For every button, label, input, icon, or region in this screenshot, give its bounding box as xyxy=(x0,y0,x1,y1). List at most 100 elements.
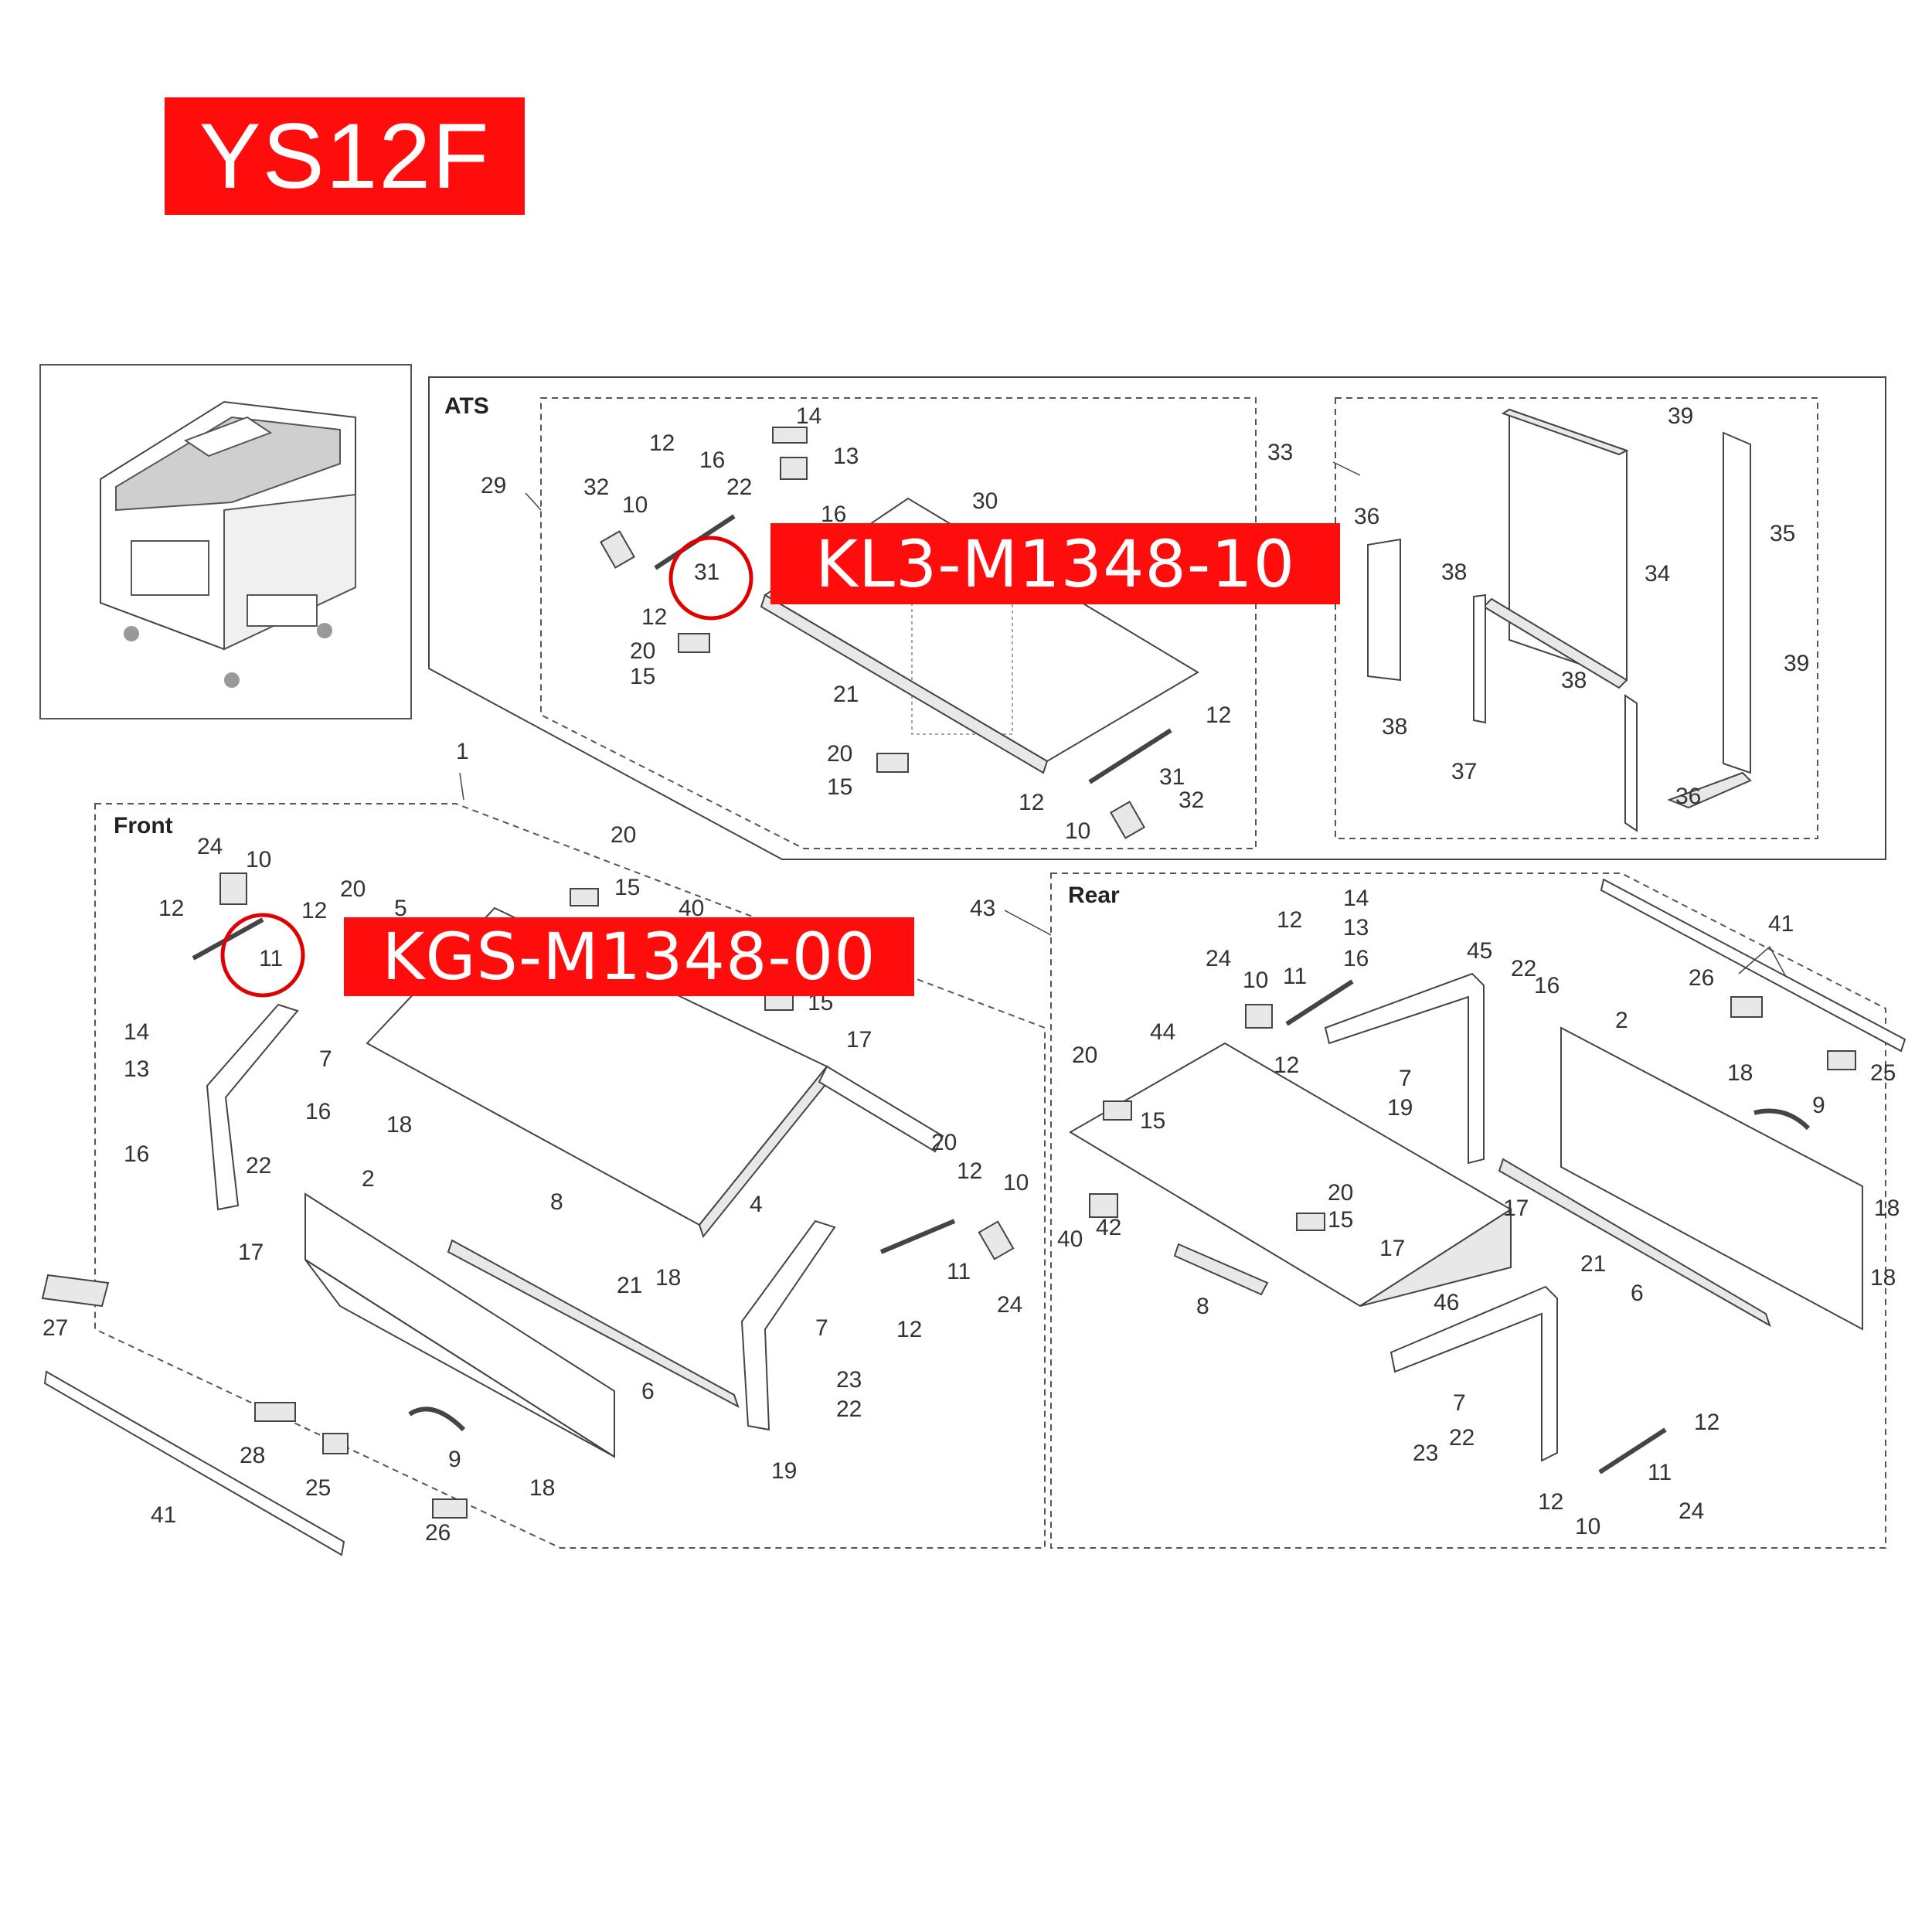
svg-text:16: 16 xyxy=(699,447,725,473)
svg-text:14: 14 xyxy=(1343,886,1369,911)
svg-text:43: 43 xyxy=(970,896,995,921)
svg-text:20: 20 xyxy=(931,1130,957,1155)
svg-text:10: 10 xyxy=(1243,968,1268,993)
svg-text:12: 12 xyxy=(1206,702,1231,728)
svg-text:22: 22 xyxy=(1511,956,1536,981)
svg-text:32: 32 xyxy=(583,474,609,500)
svg-text:36: 36 xyxy=(1675,784,1701,809)
svg-text:24: 24 xyxy=(1206,946,1231,971)
svg-text:21: 21 xyxy=(617,1273,642,1298)
svg-text:26: 26 xyxy=(1689,965,1714,991)
svg-text:7: 7 xyxy=(815,1315,828,1341)
svg-text:12: 12 xyxy=(158,896,184,921)
svg-text:24: 24 xyxy=(997,1292,1022,1318)
svg-text:32: 32 xyxy=(1179,787,1204,813)
svg-text:28: 28 xyxy=(240,1443,265,1468)
svg-text:7: 7 xyxy=(1399,1066,1412,1091)
svg-text:9: 9 xyxy=(1812,1093,1825,1118)
svg-text:41: 41 xyxy=(151,1502,176,1528)
svg-text:26: 26 xyxy=(425,1520,451,1546)
svg-text:24: 24 xyxy=(1679,1498,1704,1524)
svg-text:18: 18 xyxy=(655,1265,681,1291)
svg-text:20: 20 xyxy=(827,741,852,767)
svg-text:17: 17 xyxy=(238,1240,264,1265)
section-label-rear: Rear xyxy=(1068,883,1120,908)
svg-text:16: 16 xyxy=(1343,946,1369,971)
part-number-callout-2: KGS-M1348-00 xyxy=(344,917,914,996)
svg-text:35: 35 xyxy=(1770,521,1795,546)
svg-text:11: 11 xyxy=(1283,964,1307,989)
svg-text:16: 16 xyxy=(124,1141,149,1167)
svg-text:41: 41 xyxy=(1768,911,1794,937)
svg-text:36: 36 xyxy=(1354,504,1379,529)
svg-text:12: 12 xyxy=(1694,1410,1719,1435)
svg-text:13: 13 xyxy=(833,444,859,469)
svg-text:38: 38 xyxy=(1561,668,1587,693)
svg-text:38: 38 xyxy=(1382,714,1407,740)
svg-text:23: 23 xyxy=(1413,1440,1438,1466)
svg-text:7: 7 xyxy=(1453,1390,1466,1416)
svg-text:19: 19 xyxy=(771,1458,797,1484)
svg-text:11: 11 xyxy=(1648,1460,1672,1485)
svg-text:12: 12 xyxy=(1019,790,1044,815)
highlight-circle-item-11 xyxy=(220,913,305,998)
svg-text:16: 16 xyxy=(305,1099,331,1124)
svg-text:8: 8 xyxy=(550,1189,563,1215)
svg-text:46: 46 xyxy=(1434,1290,1459,1315)
svg-text:39: 39 xyxy=(1784,651,1809,676)
svg-text:33: 33 xyxy=(1267,440,1293,465)
ats-side-assembly xyxy=(1367,408,1752,832)
svg-text:30: 30 xyxy=(972,488,998,514)
svg-text:18: 18 xyxy=(386,1112,412,1138)
svg-text:21: 21 xyxy=(1580,1251,1606,1277)
svg-text:6: 6 xyxy=(641,1379,655,1404)
svg-text:1: 1 xyxy=(456,739,469,764)
svg-text:29: 29 xyxy=(481,473,506,498)
highlight-circle-item-31 xyxy=(668,536,753,621)
svg-text:10: 10 xyxy=(622,492,648,518)
svg-text:15: 15 xyxy=(827,774,852,800)
svg-text:25: 25 xyxy=(305,1475,331,1501)
svg-text:12: 12 xyxy=(301,898,327,923)
svg-text:11: 11 xyxy=(947,1259,971,1284)
svg-text:12: 12 xyxy=(957,1158,982,1184)
svg-text:8: 8 xyxy=(1196,1294,1209,1319)
svg-text:27: 27 xyxy=(43,1315,68,1341)
svg-text:12: 12 xyxy=(649,430,675,456)
svg-text:12: 12 xyxy=(896,1317,922,1342)
svg-text:16: 16 xyxy=(821,502,846,527)
svg-text:13: 13 xyxy=(124,1056,149,1082)
svg-text:9: 9 xyxy=(448,1447,461,1472)
part-number-labels: 12 14 16 13 22 29 32 10 16 30 31 12 20 1… xyxy=(43,403,1900,1546)
svg-text:45: 45 xyxy=(1467,938,1492,964)
svg-text:15: 15 xyxy=(1140,1108,1165,1134)
svg-text:12: 12 xyxy=(1274,1053,1299,1078)
svg-text:21: 21 xyxy=(833,682,859,707)
svg-text:12: 12 xyxy=(641,604,667,630)
svg-text:15: 15 xyxy=(1328,1207,1353,1233)
svg-text:15: 15 xyxy=(614,875,640,900)
svg-text:40: 40 xyxy=(1057,1226,1083,1252)
svg-text:34: 34 xyxy=(1645,561,1670,587)
svg-text:18: 18 xyxy=(529,1475,555,1501)
svg-text:25: 25 xyxy=(1870,1060,1896,1086)
svg-text:17: 17 xyxy=(1379,1236,1405,1261)
svg-text:11: 11 xyxy=(259,946,283,971)
rear-section: Rear xyxy=(1050,872,1906,1549)
svg-text:39: 39 xyxy=(1668,403,1693,429)
svg-text:20: 20 xyxy=(611,822,636,848)
svg-text:31: 31 xyxy=(1159,764,1185,790)
part-number-callout-1: KL3-M1348-10 xyxy=(770,523,1340,604)
svg-text:7: 7 xyxy=(319,1046,332,1072)
svg-text:22: 22 xyxy=(246,1153,271,1179)
svg-text:14: 14 xyxy=(124,1019,149,1045)
svg-text:2: 2 xyxy=(1615,1008,1628,1033)
svg-text:19: 19 xyxy=(1387,1095,1413,1121)
svg-text:4: 4 xyxy=(750,1192,763,1217)
svg-text:12: 12 xyxy=(1277,907,1302,933)
svg-text:44: 44 xyxy=(1150,1019,1175,1045)
svg-text:22: 22 xyxy=(726,474,752,500)
svg-text:18: 18 xyxy=(1874,1196,1900,1221)
svg-text:12: 12 xyxy=(1538,1489,1563,1515)
